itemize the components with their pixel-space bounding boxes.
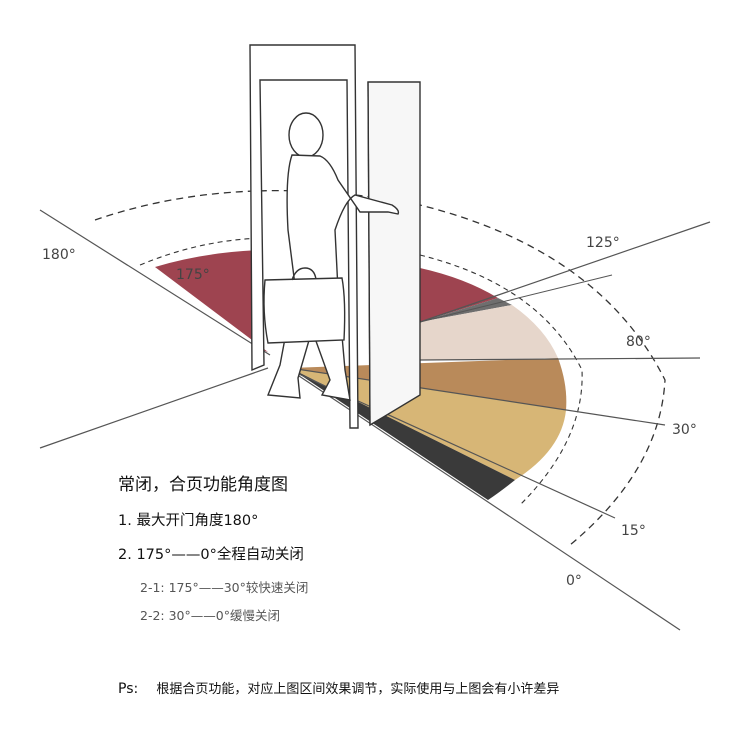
briefcase (263, 267, 346, 344)
sector-red-right (420, 268, 498, 322)
label-15: 15° (621, 523, 646, 539)
item-max-angle: 1. 最大开门角度180° (118, 513, 259, 529)
door-frame (249, 44, 359, 429)
label-0: 0° (566, 573, 582, 589)
sector-brown (290, 358, 567, 410)
ps-text: 根据合页功能，对应上图区间效果调节，实际使用与上图会有小许差异 (156, 682, 560, 697)
sub-item-slow-close: 2-2: 30°——0°缓慢关闭 (140, 608, 280, 623)
label-180: 180° (42, 247, 76, 263)
sector-red-left (155, 250, 268, 352)
sector-yellow (290, 368, 566, 480)
description-block: 常闭，合页功能角度图 1. 最大开门角度180° 2. 175°——0°全程自动… (118, 470, 308, 633)
label-80: 80° (626, 334, 651, 350)
sector-beige (420, 305, 558, 360)
label-175: 175° (176, 267, 210, 283)
line-125 (419, 221, 711, 323)
dashed-arc-outer (94, 189, 666, 546)
door-leaf-edge (367, 81, 371, 426)
line-180 (39, 209, 271, 356)
sub-item-fast-close: 2-1: 175°——30°较快速关闭 (140, 580, 309, 595)
label-30: 30° (672, 422, 697, 438)
ps-label: Ps: (118, 681, 139, 697)
line-80 (419, 357, 701, 361)
line-floor (39, 367, 269, 449)
item-auto-close: 2. 175°——0°全程自动关闭 (118, 547, 304, 563)
sector-dark (290, 368, 515, 500)
door-leaf (367, 81, 421, 427)
ps-note: Ps: 根据合页功能，对应上图区间效果调节，实际使用与上图会有小许差异 (118, 678, 559, 697)
label-125: 125° (586, 235, 620, 251)
dashed-arc-inner (139, 237, 583, 506)
line-floor-right (419, 274, 613, 323)
diagram-title: 常闭，合页功能角度图 (118, 475, 288, 495)
